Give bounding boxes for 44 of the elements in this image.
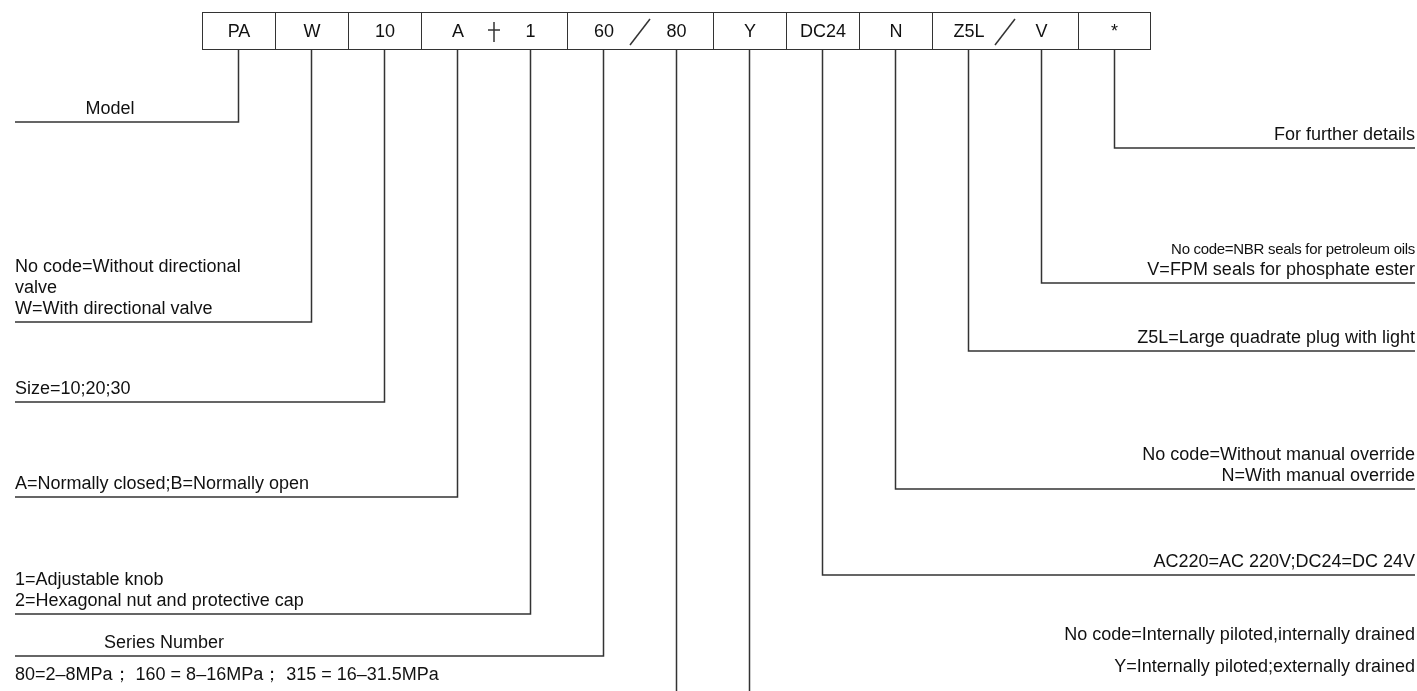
description-text: No code=Without directional valve bbox=[15, 256, 242, 298]
description-text: A=Normally closed;B=Normally open bbox=[15, 473, 456, 498]
description-text: No code=Internally piloted,internally drained bbox=[1064, 624, 1415, 645]
description-text: 1=Adjustable knob bbox=[15, 569, 164, 590]
leader-line bbox=[1040, 49, 1416, 284]
heading-text: Model bbox=[15, 98, 205, 123]
heading-text: Series Number bbox=[104, 632, 606, 657]
leader-line bbox=[967, 49, 1416, 352]
code-segment: 1 bbox=[494, 12, 567, 50]
leader-line bbox=[103, 49, 605, 657]
code-segment: 80 bbox=[640, 12, 713, 50]
description-text: 80=2–8MPa； 160 = 8–16MPa； 315 = 16–31.5MPa bbox=[15, 664, 439, 685]
description-text: Y=Internally piloted;externally drained bbox=[1114, 656, 1415, 677]
leader-line bbox=[14, 49, 532, 615]
leader-line bbox=[675, 49, 678, 691]
leader-line bbox=[14, 49, 386, 403]
code-segment: N bbox=[859, 12, 932, 50]
code-segment: DC24 bbox=[786, 12, 859, 50]
leader-line bbox=[1113, 49, 1416, 149]
leader-line bbox=[14, 49, 240, 123]
description-text: 2=Hexagonal nut and protective cap bbox=[15, 590, 304, 611]
leader-line bbox=[14, 49, 459, 498]
code-segment: PA bbox=[202, 12, 275, 50]
leader-line bbox=[14, 49, 313, 323]
description-text: No code=Without manual override bbox=[1142, 444, 1415, 465]
description-text: Size=10;20;30 bbox=[15, 378, 385, 403]
description-text: V=FPM seals for phosphate ester bbox=[1147, 259, 1415, 280]
code-segment: Y bbox=[713, 12, 786, 50]
leader-line bbox=[748, 49, 751, 691]
description-text: For further details bbox=[1114, 124, 1415, 149]
code-segment: Z5L bbox=[932, 12, 1005, 50]
leader-line bbox=[821, 49, 1416, 576]
description-text: W=With directional valve bbox=[15, 298, 213, 319]
code-segment: V bbox=[1005, 12, 1078, 50]
description-text: No code=NBR seals for petroleum oils bbox=[1171, 239, 1415, 259]
description-text: AC220=AC 220V;DC24=DC 24V bbox=[823, 551, 1415, 576]
code-segment: W bbox=[275, 12, 348, 50]
code-segment: 60 bbox=[567, 12, 640, 50]
code-segment: A bbox=[421, 12, 494, 50]
description-text: N=With manual override bbox=[1221, 465, 1415, 486]
description-text: Z5L=Large quadrate plug with light bbox=[970, 327, 1415, 352]
leader-line bbox=[894, 49, 1416, 490]
code-segment: * bbox=[1078, 12, 1151, 50]
code-segment: 10 bbox=[348, 12, 421, 50]
